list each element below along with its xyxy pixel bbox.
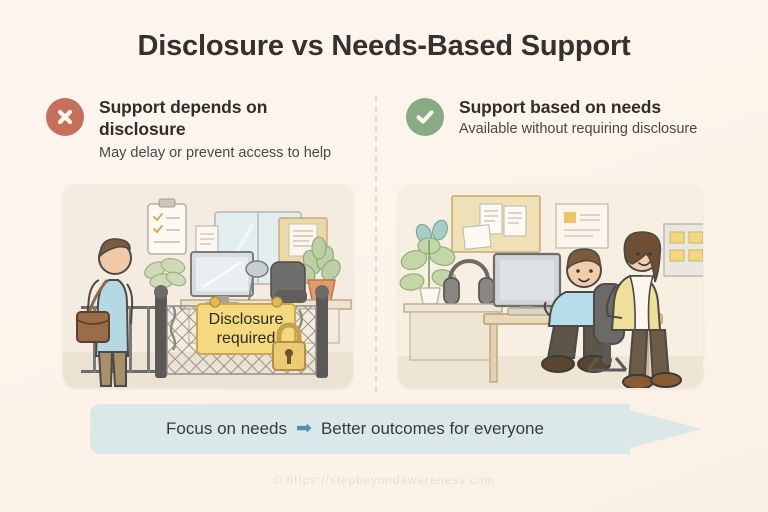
banner-text-after: Better outcomes for everyone (320, 419, 544, 438)
column-divider (375, 96, 377, 392)
column-right-text: Support based on needs Available without… (459, 96, 726, 139)
banner-text: Focus on needs ➡ Better outcomes for eve… (90, 404, 620, 454)
banner-arrow-shape (90, 404, 702, 454)
column-header-right: Support based on needs Available without… (406, 96, 726, 142)
collaborative-support-desk-illustration (398, 184, 703, 388)
column-left-text: Support depends on disclosure May delay … (99, 96, 356, 163)
arrow-right-icon: ➡ (296, 417, 312, 439)
column-right-subtitle: Available without requiring disclosure (459, 121, 698, 138)
column-left-title: Support depends on disclosure (99, 97, 268, 140)
x-circle-icon (46, 98, 84, 136)
outcome-banner: Focus on needs ➡ Better outcomes for eve… (90, 404, 702, 454)
column-left-subtitle: May delay or prevent access to help (99, 144, 332, 161)
column-header-left: Support depends on disclosure May delay … (46, 96, 356, 163)
column-disclosure-based: Support depends on disclosure May delay … (46, 96, 356, 163)
sign-line-1: Disclosure (209, 311, 284, 328)
column-needs-based: Support based on needs Available without… (406, 96, 726, 142)
sign-line-2: required (217, 330, 276, 347)
page-title: Disclosure vs Needs-Based Support (137, 30, 631, 62)
watermark: © https://stepbeyondawareness.com (272, 475, 496, 487)
check-circle-icon (406, 98, 444, 136)
banner-text-before: Focus on needs (166, 419, 288, 438)
column-right-title: Support based on needs (459, 97, 661, 117)
blocked-service-desk-illustration: Disclosure required (63, 184, 353, 388)
